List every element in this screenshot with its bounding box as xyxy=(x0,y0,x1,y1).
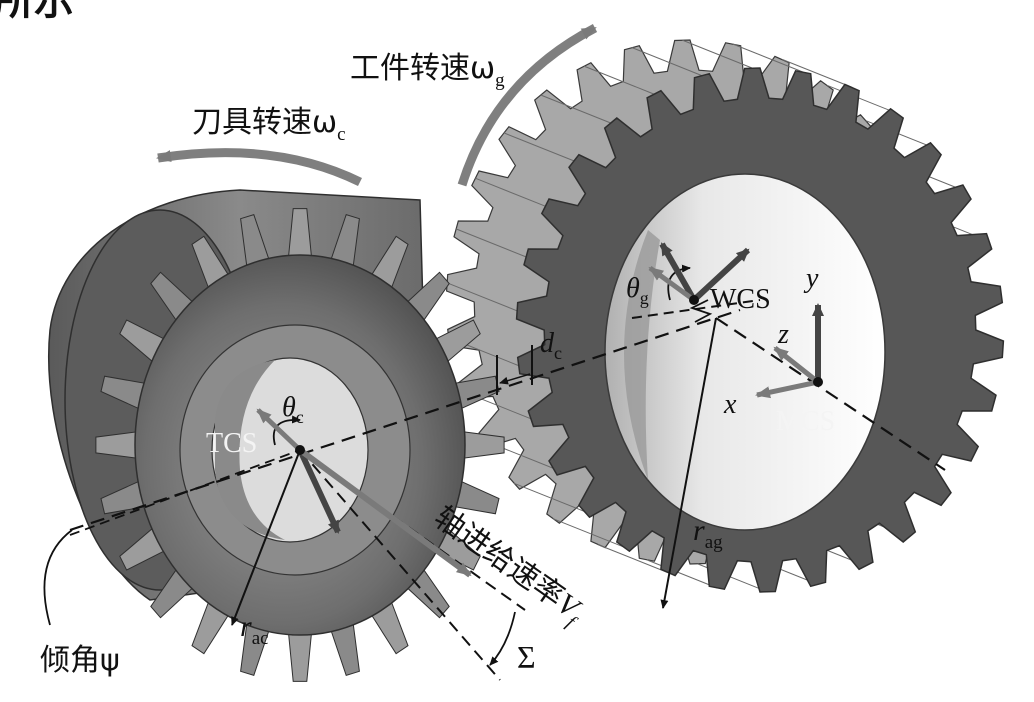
workpiece-gear xyxy=(445,39,1005,593)
theta-g-arc xyxy=(667,264,691,301)
coordinate-frames xyxy=(256,242,824,578)
workpiece-tooth-edge xyxy=(540,94,611,124)
mcs-origin xyxy=(813,377,823,387)
tcs-origin xyxy=(295,445,305,455)
theta-c-arc xyxy=(272,415,301,446)
workpiece-tooth-edge xyxy=(646,559,718,589)
workpiece-tooth-edge xyxy=(513,482,585,512)
sigma-line-1 xyxy=(299,449,501,681)
workpiece-tooth-edge xyxy=(583,65,655,95)
workpiece-tooth-edge xyxy=(552,518,624,548)
cutter-bore xyxy=(211,357,369,543)
skiving-cutter xyxy=(48,189,505,682)
tcs-arrow-dark xyxy=(297,448,341,534)
heading-fragment: 所示 xyxy=(0,0,74,24)
axial-feed-label: 轴进给速率Vf xyxy=(425,500,592,634)
wcs-origin xyxy=(689,295,699,305)
workpiece-tooth-edge xyxy=(682,39,753,69)
workpiece-bore-inner-shadow xyxy=(624,230,660,480)
workpiece-tooth-edge xyxy=(732,43,804,73)
mcs-z-arrow xyxy=(773,346,820,384)
radius-rac-line xyxy=(231,449,301,626)
workpiece-tooth-edge xyxy=(631,47,703,77)
workpiece-tooth-edge xyxy=(455,228,527,258)
radius-rag-line xyxy=(660,317,717,609)
sigma-arc xyxy=(489,611,516,666)
workpiece-tooth-edge xyxy=(503,132,575,162)
workpiece-tooth-edge xyxy=(446,282,518,312)
wcs-arrow-1 xyxy=(691,247,751,303)
workpiece-tooth-edge xyxy=(597,544,669,574)
dc-label: dc xyxy=(540,328,562,363)
axial-feed-arrow xyxy=(298,447,472,578)
wcs-label: WCS xyxy=(710,284,771,315)
workpiece-tooth-edge xyxy=(781,58,853,88)
wcs-arrow-2 xyxy=(659,242,697,302)
theta-g-label: θg xyxy=(626,273,649,308)
rac-label: rac xyxy=(240,610,269,649)
axis-y-label: y xyxy=(803,263,819,294)
rag-label: rag xyxy=(693,514,723,553)
wcs-arrow-3 xyxy=(648,265,696,303)
tilt-angle-leader xyxy=(43,529,73,626)
cutter-rotation-arrow xyxy=(156,148,362,187)
theta-c-label: θc xyxy=(282,392,304,427)
cutter-bore-shade xyxy=(215,360,285,540)
tcs-arrow-up xyxy=(256,408,302,452)
tool-speed-label: 刀具转速ωc xyxy=(192,105,346,145)
axis-x-label: x xyxy=(723,389,737,420)
dc-dimension xyxy=(499,373,531,385)
workpiece-rotation-arrow xyxy=(457,24,598,187)
tilt-line xyxy=(69,449,301,536)
workpiece-speed-label: 工件转速ωg xyxy=(350,51,505,91)
mcs-axis-line xyxy=(715,317,946,471)
tcs-label: TCS xyxy=(206,428,257,459)
workpiece-tooth-edge xyxy=(475,177,546,207)
sigma-label: Σ xyxy=(517,639,536,675)
workpiece-tooth-edge xyxy=(826,84,898,114)
axis-z-label: z xyxy=(777,319,789,350)
mcs-label: MCS xyxy=(776,406,835,437)
tilt-angle-label: 倾角ψ xyxy=(40,643,120,678)
mcs-x-arrow xyxy=(755,379,819,399)
break-mark xyxy=(689,299,713,323)
